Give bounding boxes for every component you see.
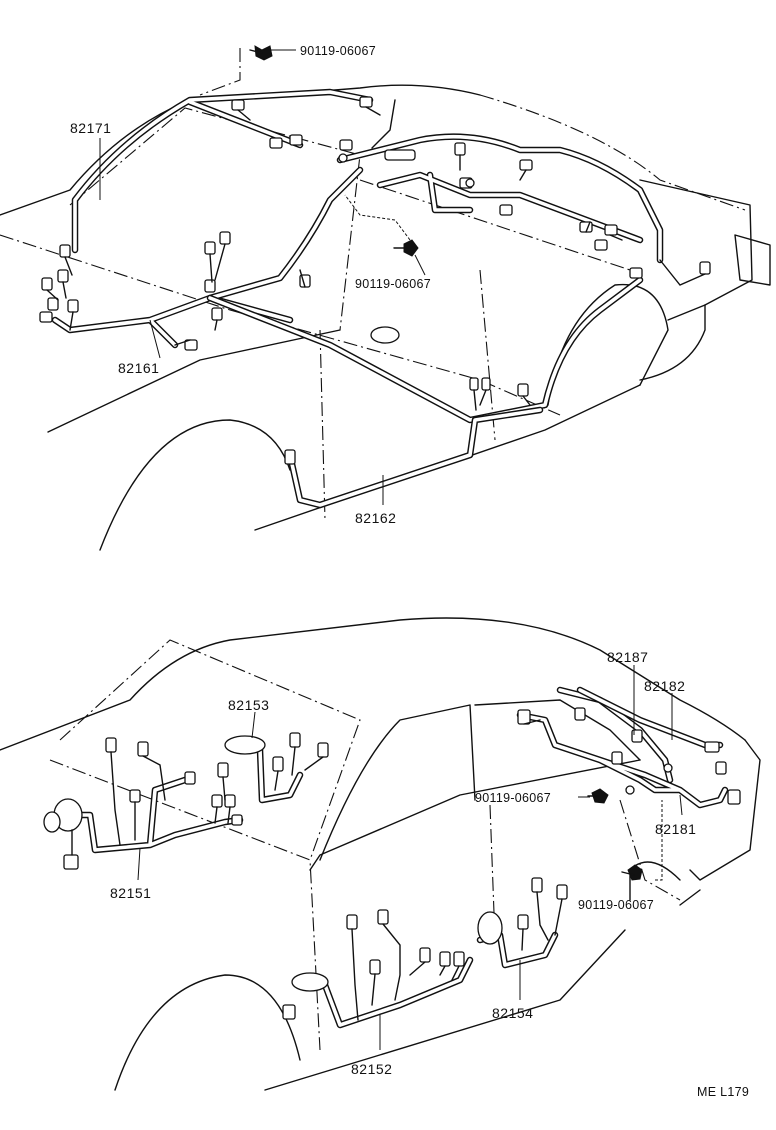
label-82187: 82187 (607, 649, 648, 665)
diagram-code: ME L179 (697, 1085, 749, 1099)
label-82162: 82162 (355, 510, 396, 526)
label-82171: 82171 (70, 120, 111, 136)
label-82161: 82161 (118, 360, 159, 376)
bottom-car-window (319, 704, 476, 861)
label-bolt-bottom: 90119-06067 (578, 898, 654, 912)
bottom-car-rocker (264, 929, 626, 1091)
bottom-bolt-icon (621, 800, 663, 881)
harness-82161 (51, 166, 364, 349)
top-car-trunk (639, 179, 753, 321)
bottom-car-trunk (689, 739, 761, 881)
bottom-labels: 82153 82151 82152 82154 82187 82182 8218… (110, 649, 749, 1099)
label-82152: 82152 (351, 1061, 392, 1077)
harness-82152 (296, 956, 474, 1029)
top-car-quarter (639, 304, 706, 381)
bottom-car-roof-outline (0, 617, 746, 751)
top-car-branch-wires (46, 99, 706, 411)
label-bolt-top: 90119-06067 (300, 44, 376, 58)
label-82153: 82153 (228, 697, 269, 713)
top-labels: 90119-06067 82171 90119-06067 82161 8216… (70, 44, 431, 526)
top-car-door-phantom (319, 179, 631, 521)
bottom-car-rear-phantom (49, 759, 681, 1051)
harness-82162 (286, 406, 544, 509)
mid-lower-bolt-icon (587, 788, 609, 804)
label-bolt-mid-upper: 90119-06067 (355, 277, 431, 291)
label-bolt-mid-lower: 90119-06067 (475, 791, 551, 805)
label-82182: 82182 (644, 678, 685, 694)
top-car-body-side-phantom (0, 234, 561, 416)
top-car-wheel-arch (99, 419, 291, 551)
top-bolt-icon (249, 45, 273, 61)
bottom-car-connectors (43, 707, 741, 1020)
top-car-hood-line (47, 329, 341, 433)
mid-upper-bolt-icon (344, 194, 419, 257)
bottom-car-branch-wires (71, 719, 563, 1021)
top-car-rear-panel (734, 234, 771, 286)
harness-82182 (576, 686, 724, 749)
top-car-roof-rear-phantom (479, 94, 746, 211)
harness-body-side (206, 171, 644, 424)
bottom-car-trunk-phantom (59, 639, 361, 861)
bottom-car-wheel-arch (114, 974, 301, 1091)
top-car-illustration (0, 45, 771, 551)
bottom-car-body-side (309, 759, 641, 871)
top-car-connectors (39, 96, 711, 465)
bottom-car-illustration (0, 617, 761, 1091)
top-car-bolt-leader (199, 48, 241, 96)
label-82151: 82151 (110, 885, 151, 901)
label-82181: 82181 (655, 821, 696, 837)
label-82154: 82154 (492, 1005, 533, 1021)
